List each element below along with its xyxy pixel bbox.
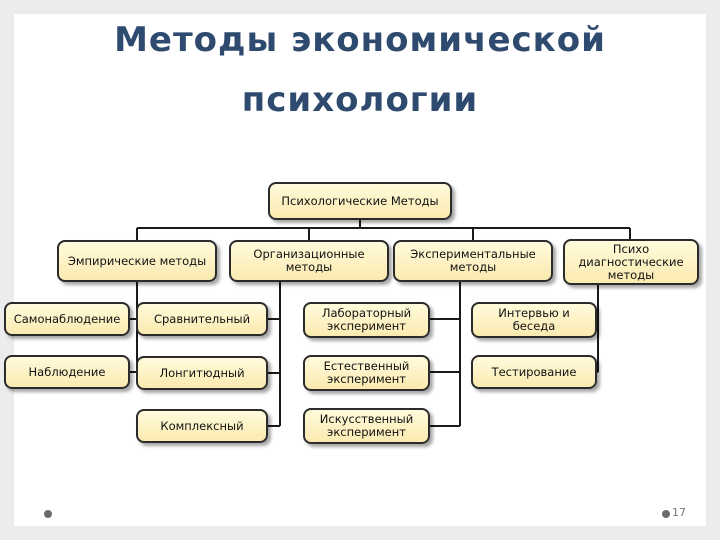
method-box: Естественный эксперимент [303,355,430,391]
root-label: Психологические Методы [281,193,439,208]
category-empirical: Эмпирические методы [57,240,217,282]
method-label: Лабораторный эксперимент [321,306,412,333]
method-label: Лонгитюдный [159,365,245,380]
root-box: Психологические Методы [268,182,452,220]
method-label: Наблюдение [28,364,106,379]
category-organizational: Организационные методы [229,240,389,282]
method-label: Комплексный [160,418,244,433]
method-box: Комплексный [136,409,268,443]
method-label: Тестирование [491,364,577,379]
slide-title-line-2: психологии [241,80,479,120]
method-box: Самонаблюдение [4,302,130,336]
method-label: Сравнительный [153,311,251,326]
footer-bullet-right-icon [662,510,670,518]
method-box: Сравнительный [136,302,268,336]
method-box: Искусственный эксперимент [303,408,430,444]
method-label: Самонаблюдение [13,311,121,326]
category-organizational-label: Организационные методы [253,247,365,274]
category-empirical-label: Эмпирические методы [67,253,207,268]
page-number: 17 [672,506,686,519]
method-box: Лабораторный эксперимент [303,302,430,338]
category-experimental: Экспериментальные методы [393,240,553,282]
method-label: Естественный эксперимент [323,359,410,386]
category-psychodiagnostic-label: Психо диагностические методы [578,241,684,282]
method-box: Тестирование [471,355,597,389]
footer-bullet-left-icon [44,510,52,518]
method-box: Лонгитюдный [136,356,268,390]
category-experimental-label: Экспериментальные методы [410,247,536,274]
slide-border-left [0,0,14,540]
method-box: Интервью и беседа [471,302,597,338]
category-psychodiagnostic: Психо диагностические методы [563,239,699,285]
slide-border-right [706,0,720,540]
method-label: Искусственный эксперимент [319,412,414,439]
slide-border-top [0,0,720,14]
method-label: Интервью и беседа [498,306,570,333]
slide-border-bottom [0,526,720,540]
slide-title-line-1: Методы экономической [114,20,606,60]
method-box: Наблюдение [4,355,130,389]
